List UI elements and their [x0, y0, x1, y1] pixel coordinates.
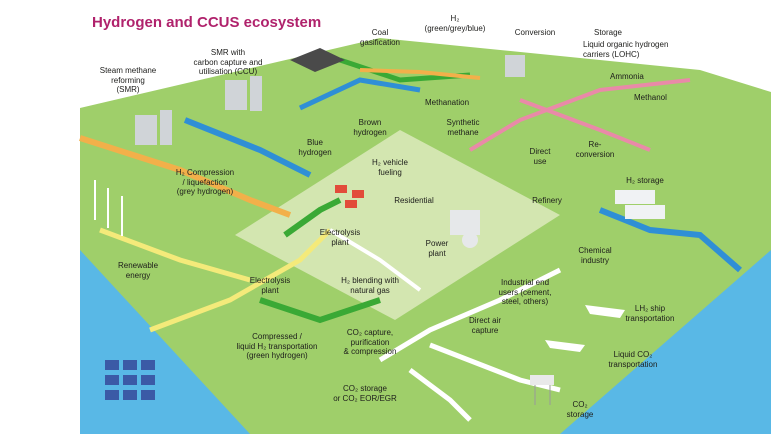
label-co2-capture: CO₂ capture, purification & compression	[343, 328, 397, 356]
refinery-plant	[450, 210, 480, 248]
ship	[545, 305, 625, 352]
label-electrolysis-bottom: Electrolysis plant	[249, 276, 291, 295]
wind-turbines	[94, 180, 123, 236]
co2-pipe-3	[429, 342, 561, 393]
label-refinery: Refinery	[532, 196, 562, 205]
label-vehicle-fueling: H₂ vehicle fueling	[371, 158, 408, 177]
label-chemical-industry: Chemical industry	[578, 246, 612, 265]
label-residential: Residential	[394, 196, 434, 205]
smr-plant	[135, 110, 172, 145]
label-methanation: Methanation	[424, 98, 470, 107]
label-methanol: Methanol	[634, 93, 667, 102]
co2-pipe-4	[328, 228, 422, 292]
label-storage: Storage	[593, 28, 623, 37]
label-renewable-energy: Renewable energy	[117, 261, 159, 280]
label-electrolysis-top: Electrolysis plant	[319, 228, 361, 247]
h2-ship-pipe	[598, 207, 742, 273]
blue-hydrogen-pipe	[183, 117, 312, 178]
label-compressed-transport: Compressed / liquid H₂ transportation (g…	[236, 332, 318, 360]
renewable-power-line	[99, 227, 251, 283]
synthetic-methane-pipe-2	[519, 98, 651, 152]
orange-hydrogen-pipe	[359, 68, 481, 80]
central-platform	[235, 130, 560, 320]
label-co2-storage-offshore: CO₂ storage	[566, 400, 594, 419]
page-title: Hydrogen and CCUS ecosystem	[92, 14, 322, 31]
grey-hydrogen-pipe	[79, 135, 292, 218]
offshore-platform	[530, 375, 554, 405]
label-h2-storage: H₂ storage	[626, 176, 664, 185]
label-synthetic-methane: Synthetic methane	[446, 118, 480, 137]
label-blue-hydrogen: Blue hydrogen	[298, 138, 332, 157]
label-lh2-ship: LH₂ ship transportation	[625, 304, 675, 323]
label-smr: Steam methane reforming (SMR)	[99, 66, 157, 94]
label-power-plant: Power plant	[425, 239, 449, 258]
blue-hydrogen-pipe-2	[298, 77, 421, 111]
co2-pipe	[378, 267, 562, 363]
label-smr-ccu: SMR with carbon capture and utilisation …	[193, 48, 263, 76]
label-direct-air-capture: Direct air capture	[468, 316, 501, 335]
coal-gasification-plant	[290, 48, 345, 72]
label-direct-use: Direct use	[529, 147, 551, 166]
label-conversion: Conversion	[514, 28, 556, 37]
smr-ccu-plant	[225, 76, 262, 111]
label-liquid-co2: Liquid CO₂ transportation	[608, 350, 658, 369]
synthetic-methane-pipe	[468, 78, 691, 152]
h2-storage-tanks	[615, 190, 665, 219]
renewable-power-line-2	[149, 228, 332, 333]
conversion-plant	[505, 55, 525, 77]
river-water	[80, 250, 250, 434]
label-ammonia: Ammonia	[610, 72, 644, 81]
co2-pipe-2	[408, 368, 472, 422]
label-brown-hydrogen: Brown hydrogen	[353, 118, 387, 137]
label-compression: H₂ Compression / liquefaction (grey hydr…	[175, 168, 235, 196]
label-co2-storage: CO₂ storage or CO₂ EOR/EGR	[333, 384, 397, 403]
green-hydrogen-pipe-3	[283, 197, 342, 238]
label-h2-blending: H₂ blending with natural gas	[341, 276, 399, 295]
sea-water	[560, 250, 771, 434]
label-industrial-end-users: Industrial end users (cement, steel, oth…	[498, 278, 552, 306]
label-lohc: Liquid organic hydrogen carriers (LOHC)	[583, 40, 669, 59]
solar-panels	[105, 360, 155, 400]
label-h2-types: H₂ (green/grey/blue)	[424, 14, 486, 33]
label-coal-gasification: Coal gasification	[359, 28, 401, 47]
green-hydrogen-pipe-2	[259, 297, 381, 324]
label-reconversion: Re- conversion	[575, 140, 615, 159]
residential-houses	[335, 185, 364, 208]
